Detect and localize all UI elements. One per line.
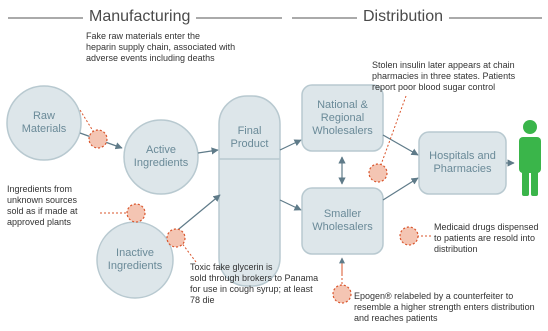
- header-manufacturing: Manufacturing: [83, 8, 197, 26]
- annotation-unknown-ingredients: Ingredients from unknown sources sold as…: [7, 184, 78, 227]
- node-final-product-shape: [218, 95, 281, 287]
- annotation-fake-raw-materials: Fake raw materials enter the heparin sup…: [86, 31, 236, 63]
- arrow-final-to-national: [279, 139, 302, 151]
- annotation-medicaid: Medicaid drugs dispensed to patients are…: [434, 222, 539, 254]
- risk-marker-icon: [166, 228, 186, 248]
- header-distribution: Distribution: [357, 8, 450, 26]
- annotation-stolen-insulin: Stolen insulin later appears at chain ph…: [372, 60, 516, 92]
- risk-marker-icon: [332, 284, 352, 304]
- node-national-wholesalers-shape: [301, 84, 384, 152]
- risk-connector-insulin: [377, 95, 407, 174]
- node-active-ingredients-shape: [123, 119, 199, 195]
- risk-marker-icon: [368, 163, 388, 183]
- node-inactive-ingredients-shape: [96, 221, 174, 299]
- arrow-final-to-smaller: [279, 199, 302, 211]
- node-raw-materials-shape: [6, 85, 82, 161]
- person-icon: [519, 120, 541, 196]
- risk-marker-icon: [88, 129, 108, 149]
- arrow-smaller-to-hospitals: [382, 177, 419, 201]
- annotation-epogen: Epogen® relabeled by a counterfeiter to …: [354, 291, 535, 323]
- annotation-toxic-glycerin: Toxic fake glycerin is sold through brok…: [190, 262, 319, 305]
- risk-marker-icon: [399, 226, 419, 246]
- risk-marker-icon: [126, 203, 146, 223]
- node-smaller-wholesalers-shape: [301, 187, 384, 255]
- arrow-active-to-final: [197, 147, 219, 155]
- arrow-national-to-hospitals: [382, 134, 419, 156]
- risk-markers: [79, 95, 432, 304]
